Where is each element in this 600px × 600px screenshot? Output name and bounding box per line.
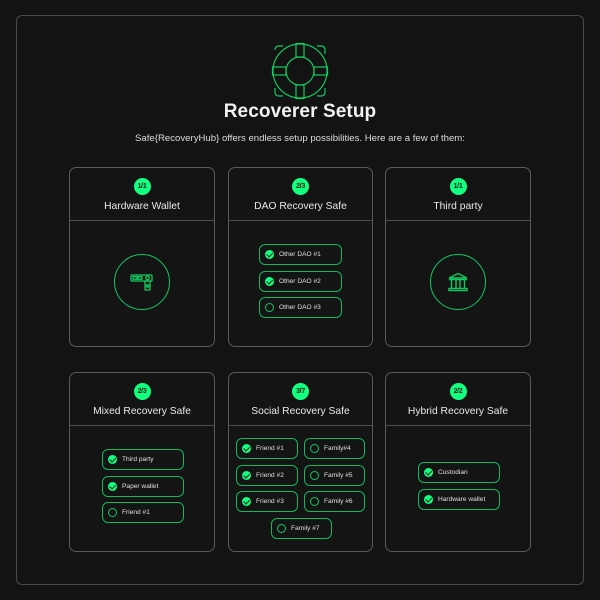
threshold-badge: 1/1 bbox=[449, 178, 467, 195]
signer-label: Family #7 bbox=[291, 525, 320, 532]
signer-option[interactable]: Third party bbox=[102, 449, 184, 470]
lifebuoy-icon bbox=[271, 42, 329, 100]
empty-circle-icon bbox=[310, 444, 319, 453]
card-header: 2/2 Hybrid Recovery Safe bbox=[386, 373, 530, 426]
signer-option[interactable]: Other DAO #2 bbox=[259, 271, 342, 292]
check-circle-icon bbox=[242, 444, 251, 453]
signer-label: Friend #3 bbox=[256, 498, 284, 505]
card-title: Mixed Recovery Safe bbox=[93, 406, 191, 417]
empty-circle-icon bbox=[277, 524, 286, 533]
signer-option[interactable]: Other DAO #1 bbox=[259, 244, 342, 265]
threshold-badge: 1/1 bbox=[133, 178, 151, 195]
page-subtitle: Safe{RecoveryHub} offers endless setup p… bbox=[135, 133, 465, 144]
check-circle-icon bbox=[424, 468, 433, 477]
signer-option[interactable]: Family#4 bbox=[304, 438, 365, 459]
signer-label: Hardware wallet bbox=[438, 496, 486, 503]
card-title: Hybrid Recovery Safe bbox=[407, 406, 509, 417]
signer-label: Friend #2 bbox=[256, 472, 284, 479]
signer-label: Other DAO #1 bbox=[279, 251, 321, 258]
card-title: Hardware Wallet bbox=[104, 201, 180, 212]
check-circle-icon bbox=[108, 455, 117, 464]
check-circle-icon bbox=[265, 277, 274, 286]
card-header: 1/1 Hardware Wallet bbox=[70, 168, 214, 221]
card-third-party[interactable]: 1/1 Third party bbox=[385, 167, 531, 347]
signer-label: Family #5 bbox=[324, 472, 353, 479]
setup-panel-frame bbox=[16, 15, 584, 585]
hardware-wallet-icon bbox=[130, 274, 153, 291]
card-header: 2/3 Mixed Recovery Safe bbox=[70, 373, 214, 426]
check-circle-icon bbox=[424, 495, 433, 504]
card-dao-recovery-safe[interactable]: 2/3 DAO Recovery Safe Other DAO #1 Other… bbox=[228, 167, 373, 347]
signer-label: Friend #1 bbox=[256, 445, 284, 452]
signer-option[interactable]: Other DAO #3 bbox=[259, 297, 342, 318]
signer-option[interactable]: Friend #1 bbox=[102, 502, 184, 523]
bank-icon-circle bbox=[430, 254, 486, 310]
check-circle-icon bbox=[108, 482, 117, 491]
threshold-badge: 3/7 bbox=[292, 383, 309, 400]
signer-label: Custodian bbox=[438, 469, 468, 476]
card-hardware-wallet[interactable]: 1/1 Hardware Wallet bbox=[69, 167, 215, 347]
bank-icon bbox=[448, 272, 468, 292]
threshold-badge: 2/2 bbox=[449, 383, 467, 400]
signer-label: Other DAO #3 bbox=[279, 304, 321, 311]
signer-label: Paper wallet bbox=[122, 483, 159, 490]
check-circle-icon bbox=[242, 471, 251, 480]
card-header: 2/3 DAO Recovery Safe bbox=[229, 168, 372, 221]
signer-option[interactable]: Family #5 bbox=[304, 465, 365, 486]
card-header: 3/7 Social Recovery Safe bbox=[229, 373, 372, 426]
card-mixed-recovery-safe[interactable]: 2/3 Mixed Recovery Safe Third party Pape… bbox=[69, 372, 215, 552]
signer-option[interactable]: Friend #2 bbox=[236, 465, 298, 486]
threshold-badge: 2/3 bbox=[292, 178, 309, 195]
empty-circle-icon bbox=[310, 497, 319, 506]
threshold-badge: 2/3 bbox=[133, 383, 151, 400]
card-title: DAO Recovery Safe bbox=[254, 201, 347, 212]
signer-option[interactable]: Paper wallet bbox=[102, 476, 184, 497]
signer-option[interactable]: Custodian bbox=[418, 462, 500, 483]
signer-option[interactable]: Family #7 bbox=[271, 518, 332, 539]
empty-circle-icon bbox=[310, 471, 319, 480]
card-social-recovery-safe[interactable]: 3/7 Social Recovery Safe Friend #1 Famil… bbox=[228, 372, 373, 552]
signer-label: Other DAO #2 bbox=[279, 278, 321, 285]
card-title: Third party bbox=[433, 201, 483, 212]
signer-label: Family#4 bbox=[324, 445, 351, 452]
empty-circle-icon bbox=[108, 508, 117, 517]
card-header: 1/1 Third party bbox=[386, 168, 530, 221]
check-circle-icon bbox=[242, 497, 251, 506]
card-title: Social Recovery Safe bbox=[251, 406, 350, 417]
page-title: Recoverer Setup bbox=[223, 101, 377, 122]
signer-label: Friend #1 bbox=[122, 509, 150, 516]
card-hybrid-recovery-safe[interactable]: 2/2 Hybrid Recovery Safe Custodian Hardw… bbox=[385, 372, 531, 552]
empty-circle-icon bbox=[265, 303, 274, 312]
signer-option[interactable]: Family #6 bbox=[304, 491, 365, 512]
signer-option[interactable]: Friend #1 bbox=[236, 438, 298, 459]
signer-label: Third party bbox=[122, 456, 154, 463]
signer-option[interactable]: Friend #3 bbox=[236, 491, 298, 512]
check-circle-icon bbox=[265, 250, 274, 259]
signer-label: Family #6 bbox=[324, 498, 353, 505]
hardware-wallet-icon-circle bbox=[114, 254, 170, 310]
signer-option[interactable]: Hardware wallet bbox=[418, 489, 500, 510]
